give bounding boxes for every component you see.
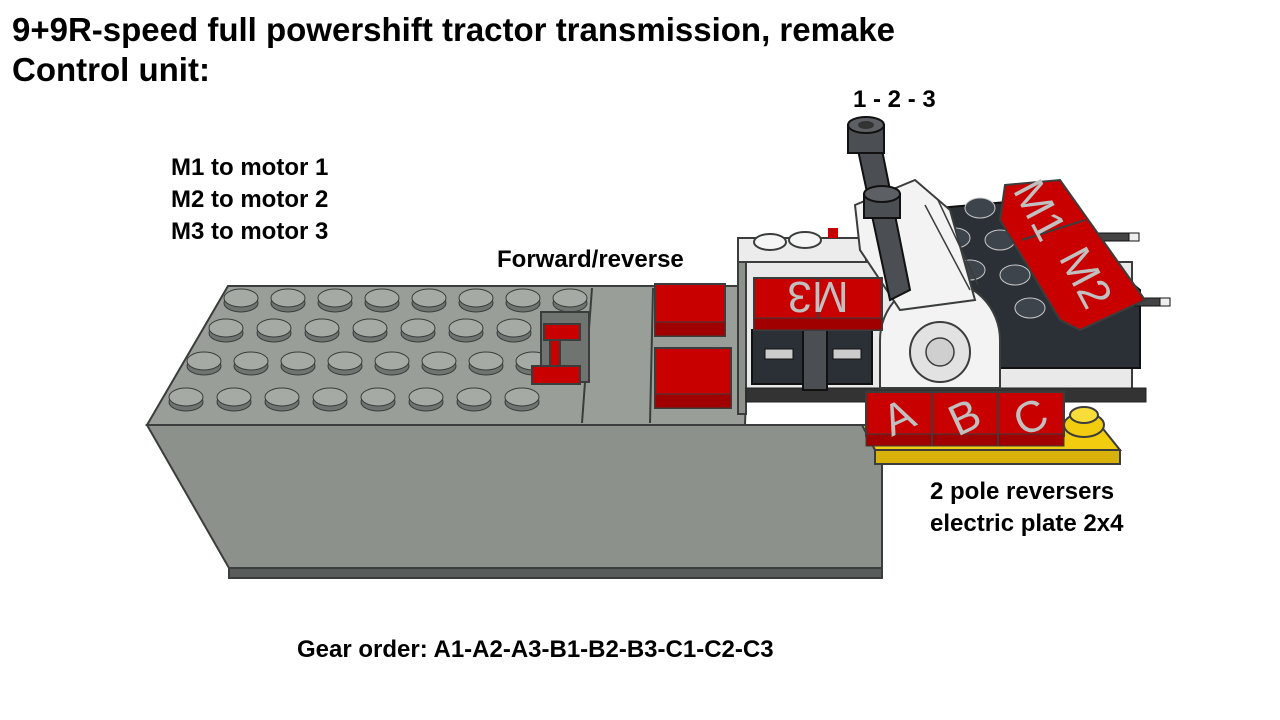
- dark-stud: [964, 197, 996, 219]
- stud-top: [264, 387, 300, 407]
- reversers-line-1: 2 pole reversers: [930, 478, 1115, 505]
- motor-3-label: M3 to motor 3: [171, 218, 329, 245]
- stud-top: [280, 351, 316, 371]
- stud-top: [216, 387, 252, 407]
- stud-top: [448, 318, 484, 338]
- forward-reverse-buttons: [654, 283, 732, 409]
- stud-top: [374, 351, 410, 371]
- motor-1-label: M1 to motor 1: [171, 154, 329, 181]
- stud-top: [468, 351, 504, 371]
- stud-top: [304, 318, 340, 338]
- gear-order-label: Gear order: A1-A2-A3-B1-B2-B3-C1-C2-C3: [297, 636, 774, 663]
- stud-top: [317, 288, 353, 308]
- tile-m3-label: M3: [787, 272, 848, 321]
- stud-top: [505, 288, 541, 308]
- motor-connections-label: M1 to motor 1 M2 to motor 2 M3 to motor …: [171, 152, 328, 248]
- stud-top: [256, 318, 292, 338]
- stud-top: [458, 288, 494, 308]
- stud-top: [552, 288, 588, 308]
- stud-top: [186, 351, 222, 371]
- motor-2-label: M2 to motor 2: [171, 186, 329, 213]
- tile-abc: A B C: [865, 389, 1065, 447]
- lever-positions-label: 1 - 2 - 3: [853, 86, 936, 113]
- tile-m3: M3: [753, 272, 883, 331]
- battery-box: [145, 283, 883, 579]
- battery-switch: [531, 311, 590, 385]
- stud-top: [421, 351, 457, 371]
- stud-top: [364, 288, 400, 308]
- stud-top: [456, 387, 492, 407]
- forward-reverse-label: Forward/reverse: [497, 246, 684, 273]
- battery-box-side: [145, 424, 883, 569]
- stud-top: [233, 351, 269, 371]
- stud-top: [400, 318, 436, 338]
- dark-stud: [999, 264, 1031, 286]
- stud-top: [408, 387, 444, 407]
- stud-top: [411, 288, 447, 308]
- dark-stud: [1014, 297, 1046, 319]
- gear-lever: [847, 116, 912, 302]
- battery-studs: [168, 288, 588, 412]
- stud-top: [496, 318, 532, 338]
- stud-top: [504, 387, 540, 407]
- stud-top: [327, 351, 363, 371]
- stud-top: [312, 387, 348, 407]
- title-line-1: 9+9R-speed full powershift tractor trans…: [12, 11, 896, 48]
- page-title: 9+9R-speed full powershift tractor trans…: [12, 10, 895, 90]
- stud-top: [168, 387, 204, 407]
- reversers-line-2: electric plate 2x4: [930, 510, 1124, 537]
- gearbox-mechanism: M3 M1 M2 A B C: [737, 116, 1171, 465]
- stud-top: [270, 288, 306, 308]
- stud-top: [352, 318, 388, 338]
- reversers-label: 2 pole reversers electric plate 2x4: [930, 476, 1123, 540]
- tile-m1-m2: M1 M2: [998, 172, 1147, 332]
- stud-top: [223, 288, 259, 308]
- stud-top: [208, 318, 244, 338]
- title-line-2: Control unit:: [12, 51, 210, 88]
- stud-top: [360, 387, 396, 407]
